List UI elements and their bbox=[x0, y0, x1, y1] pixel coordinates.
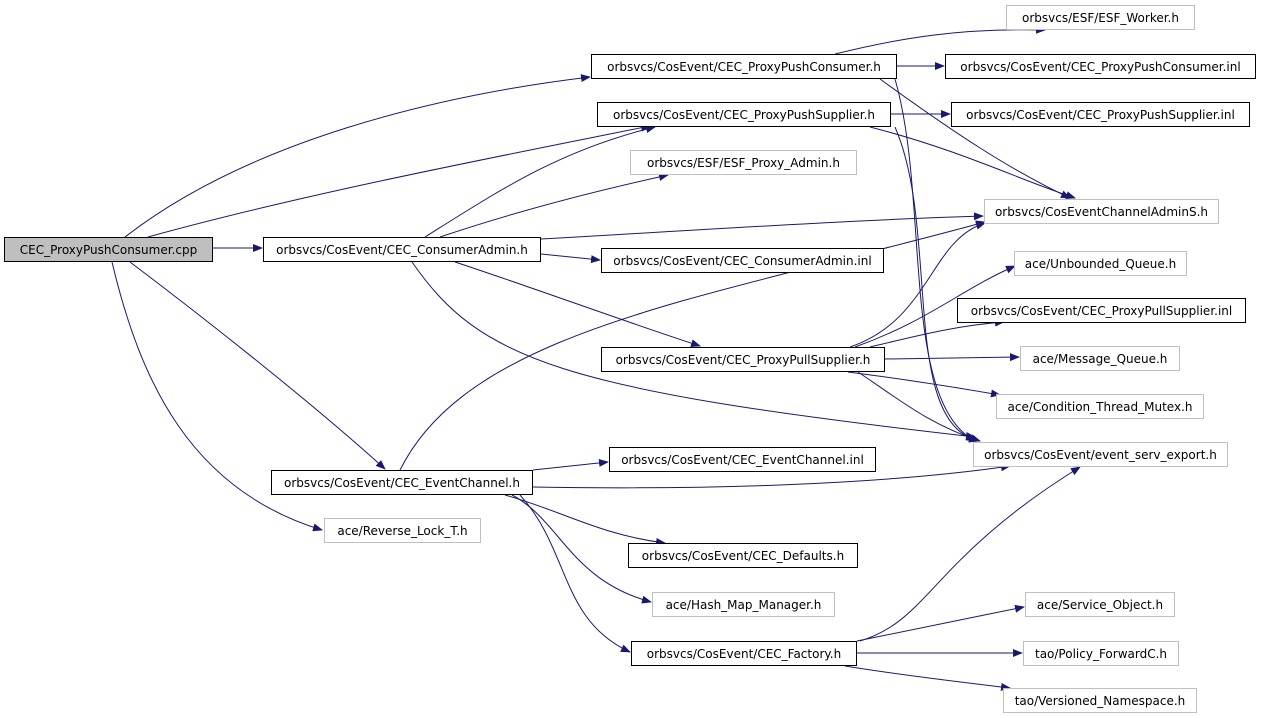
edge-root-to-proxy-push-supplier-h bbox=[147, 123, 651, 238]
edge-root-to-proxy-push-consumer-h bbox=[124, 74, 591, 238]
node-condition-thread-mutex-h: ace/Condition_Thread_Mutex.h bbox=[996, 394, 1204, 419]
edge-event-channel-h-to-event-channel-inl bbox=[532, 458, 609, 471]
node-event-channel-h[interactable]: orbsvcs/CosEvent/CEC_EventChannel.h bbox=[271, 470, 533, 495]
node-proxy-push-consumer-h[interactable]: orbsvcs/CosEvent/CEC_ProxyPushConsumer.h bbox=[591, 54, 897, 79]
edge-proxy-pull-supplier-h-to-event-serv-export-h bbox=[857, 371, 981, 443]
node-channel-admin-s-h: orbsvcs/CosEventChannelAdminS.h bbox=[984, 199, 1219, 224]
edge-event-channel-h-to-event-serv-export-h bbox=[532, 463, 1011, 489]
node-esf-proxy-admin-h: orbsvcs/ESF/ESF_Proxy_Admin.h bbox=[630, 150, 857, 175]
node-consumer-admin-h[interactable]: orbsvcs/CosEvent/CEC_ConsumerAdmin.h bbox=[263, 237, 541, 262]
node-message-queue-h: ace/Message_Queue.h bbox=[1020, 346, 1180, 371]
node-proxy-pull-supplier-inl[interactable]: orbsvcs/CosEvent/CEC_ProxyPullSupplier.i… bbox=[957, 298, 1246, 323]
edge-consumer-admin-h-to-proxy-push-supplier-h bbox=[424, 125, 656, 238]
node-event-serv-export-h: orbsvcs/CosEvent/event_serv_export.h bbox=[973, 442, 1228, 467]
node-versioned-namespace-h: tao/Versioned_Namespace.h bbox=[1003, 688, 1197, 713]
node-proxy-push-supplier-inl[interactable]: orbsvcs/CosEvent/CEC_ProxyPushSupplier.i… bbox=[951, 102, 1250, 127]
node-proxy-push-consumer-inl[interactable]: orbsvcs/CosEvent/CEC_ProxyPushConsumer.i… bbox=[945, 54, 1256, 79]
edge-proxy-pull-supplier-h-to-condition-thread-mutex-h bbox=[847, 371, 1001, 398]
node-consumer-admin-inl[interactable]: orbsvcs/CosEvent/CEC_ConsumerAdmin.inl bbox=[601, 248, 884, 273]
node-proxy-pull-supplier-h[interactable]: orbsvcs/CosEvent/CEC_ProxyPullSupplier.h bbox=[601, 347, 885, 372]
node-hash-map-manager-h: ace/Hash_Map_Manager.h bbox=[652, 592, 835, 617]
node-unbounded-queue-h: ace/Unbounded_Queue.h bbox=[1014, 251, 1187, 276]
edge-factory-h-to-service-object-h bbox=[856, 604, 1025, 642]
edge-consumer-admin-h-to-esf-proxy-admin-h bbox=[439, 173, 669, 238]
edge-proxy-push-consumer-h-to-event-serv-export-h bbox=[894, 78, 976, 442]
edge-event-channel-h-to-factory-h bbox=[519, 494, 631, 653]
node-root-cpp: CEC_ProxyPushConsumer.cpp bbox=[4, 237, 213, 262]
edge-proxy-push-consumer-h-to-channel-admin-s-h bbox=[879, 78, 1071, 199]
edge-event-channel-h-to-defaults-h bbox=[504, 494, 666, 546]
edge-proxy-push-supplier-h-to-event-serv-export-h bbox=[894, 126, 979, 443]
edge-root-to-reverse-lock-t-h bbox=[111, 261, 323, 532]
edge-event-channel-h-to-hash-map-manager-h bbox=[511, 494, 652, 604]
edge-proxy-pull-supplier-h-to-unbounded-queue-h bbox=[854, 265, 1016, 348]
node-proxy-push-supplier-h[interactable]: orbsvcs/CosEvent/CEC_ProxyPushSupplier.h bbox=[597, 102, 891, 127]
node-policy-forwardc-h: tao/Policy_ForwardC.h bbox=[1023, 641, 1179, 666]
edge-proxy-pull-supplier-h-to-proxy-pull-supplier-inl bbox=[869, 318, 1005, 348]
node-event-channel-inl[interactable]: orbsvcs/CosEvent/CEC_EventChannel.inl bbox=[609, 447, 876, 472]
edge-consumer-admin-h-to-proxy-pull-supplier-h bbox=[454, 261, 701, 348]
node-factory-h[interactable]: orbsvcs/CosEvent/CEC_Factory.h bbox=[631, 641, 857, 666]
edge-root-to-event-channel-h bbox=[129, 261, 386, 470]
node-esf-worker-h: orbsvcs/ESF/ESF_Worker.h bbox=[1006, 5, 1195, 30]
node-reverse-lock-t-h: ace/Reverse_Lock_T.h bbox=[324, 518, 481, 543]
node-defaults-h[interactable]: orbsvcs/CosEvent/CEC_Defaults.h bbox=[628, 543, 858, 568]
node-service-object-h: ace/Service_Object.h bbox=[1025, 592, 1175, 617]
edge-proxy-pull-supplier-h-to-message-queue-h bbox=[884, 353, 1020, 362]
edge-consumer-admin-h-to-consumer-admin-inl bbox=[540, 253, 601, 264]
edge-proxy-push-consumer-h-to-esf-worker-h bbox=[834, 25, 1046, 55]
edge-consumer-admin-h-to-event-serv-export-h bbox=[411, 261, 976, 440]
edge-factory-h-to-versioned-namespace-h bbox=[844, 665, 1011, 691]
edge-proxy-pull-supplier-h-to-channel-admin-s-h bbox=[849, 221, 986, 348]
edge-proxy-push-supplier-h-to-channel-admin-s-h bbox=[869, 126, 1076, 200]
edge-factory-h-to-event-serv-export-h bbox=[859, 466, 1081, 642]
edge-consumer-admin-h-to-channel-admin-s-h bbox=[540, 212, 984, 240]
